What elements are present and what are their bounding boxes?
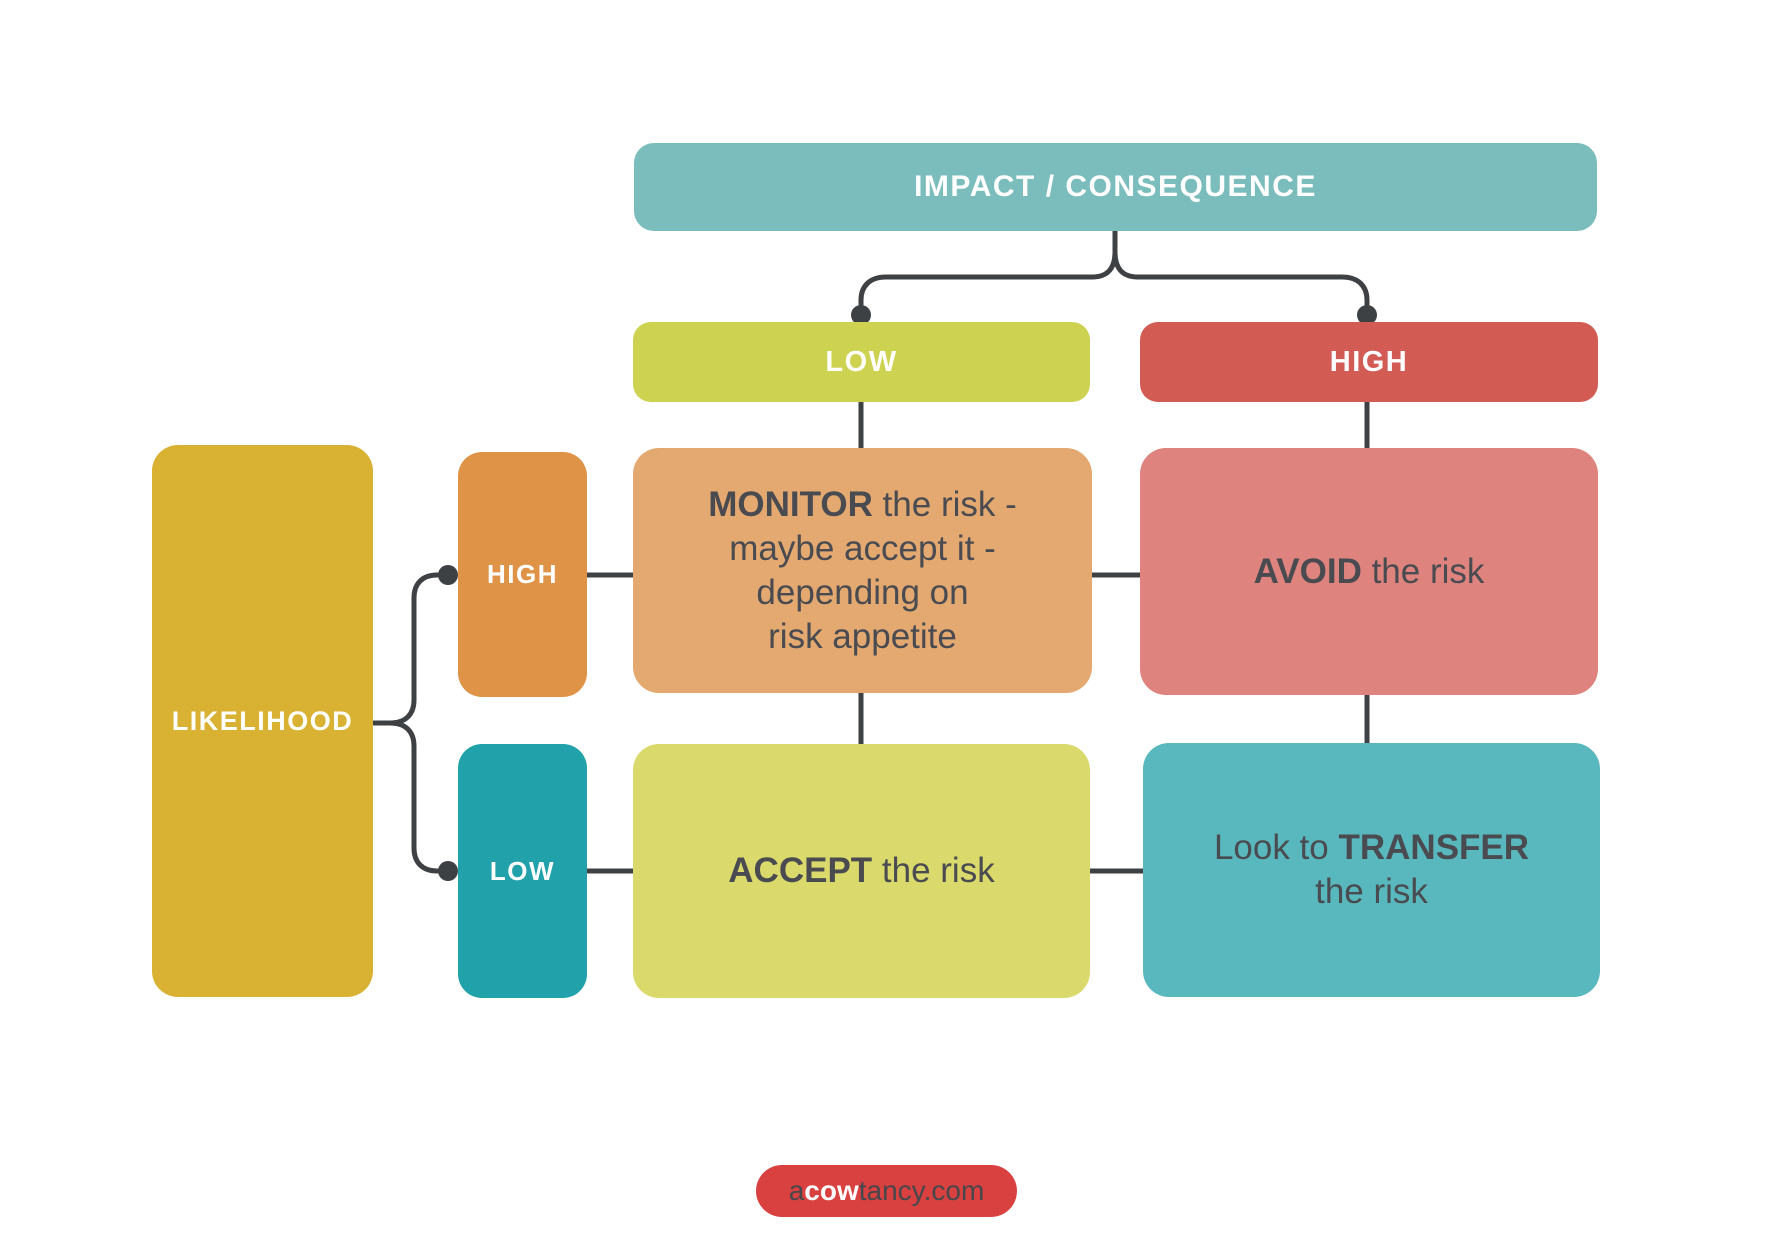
impact-low-pill: LOW [633, 322, 1090, 402]
connector-dot-row-high [438, 565, 458, 585]
impact-low-label: LOW [825, 345, 898, 378]
transfer-risk-box: Look to TRANSFER the risk [1143, 743, 1600, 997]
monitor-risk-box: MONITOR the risk - maybe accept it - dep… [633, 448, 1092, 693]
avoid-keyword: AVOID [1253, 551, 1362, 591]
monitor-line-1-rest: the risk - [872, 484, 1017, 524]
transfer-line-2: the risk [1315, 872, 1428, 911]
transfer-keyword: TRANSFER [1338, 828, 1530, 867]
monitor-keyword: MONITOR [708, 484, 873, 524]
avoid-rest: the risk [1361, 551, 1485, 591]
transfer-prefix: Look to [1213, 828, 1339, 867]
connector-dot-row-low [438, 861, 458, 881]
acowtancy-brand-pill: acowtancy.com [756, 1165, 1017, 1217]
impact-high-pill: HIGH [1140, 322, 1598, 402]
likelihood-low-label: LOW [489, 855, 556, 886]
accept-risk-box: ACCEPT the risk [633, 744, 1090, 998]
accept-rest: the risk [872, 851, 995, 890]
likelihood-high-pill: HIGH [458, 452, 587, 697]
brand-prefix: a [788, 1175, 805, 1206]
likelihood-high-label: HIGH [487, 559, 558, 589]
brand-cow: cow [804, 1175, 859, 1206]
impact-high-label: HIGH [1329, 345, 1409, 378]
brand-suffix: tancy.com [858, 1175, 985, 1206]
monitor-line-3: depending on [756, 572, 969, 612]
monitor-line-2: maybe accept it - [729, 528, 996, 568]
likelihood-label: LIKELIHOOD [171, 705, 354, 736]
connector-likelihood-to-high [387, 572, 442, 726]
avoid-line: AVOID the risk [1254, 552, 1485, 592]
connector-banner-to-low [858, 249, 1118, 309]
likelihood-low-pill: LOW [458, 744, 587, 998]
avoid-risk-box: AVOID the risk [1140, 448, 1598, 695]
impact-consequence-header: IMPACT / CONSEQUENCE [634, 143, 1597, 231]
monitor-line-4: risk appetite [768, 616, 957, 656]
connector-likelihood-to-low [387, 720, 442, 874]
monitor-line-1: MONITOR the risk - [708, 483, 1017, 527]
accept-line: ACCEPT the risk [728, 851, 994, 891]
connector-banner-to-high [1112, 249, 1370, 309]
accept-keyword: ACCEPT [728, 851, 873, 890]
brand-text: acowtancy.com [789, 1175, 985, 1207]
transfer-line-1: Look to TRANSFER [1214, 826, 1529, 870]
impact-consequence-label: IMPACT / CONSEQUENCE [914, 170, 1317, 203]
likelihood-header: LIKELIHOOD [152, 445, 373, 997]
